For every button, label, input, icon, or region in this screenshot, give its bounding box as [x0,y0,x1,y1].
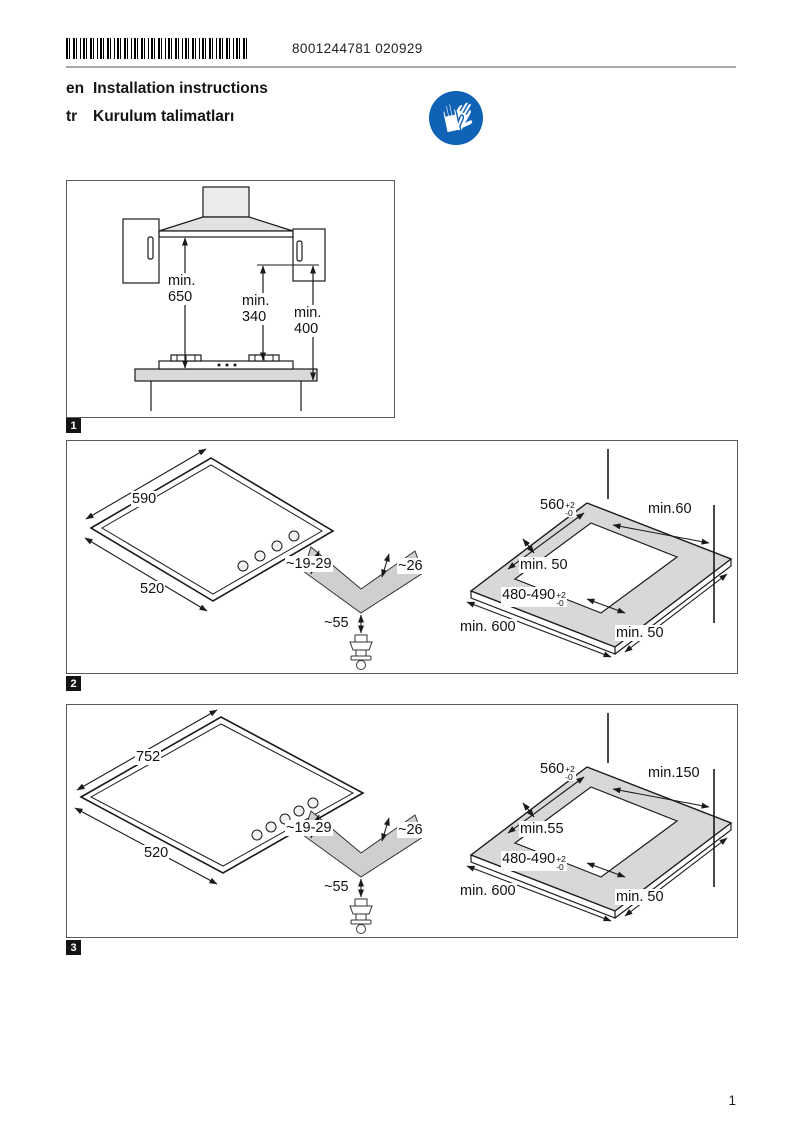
arrow-rear-clearance [522,538,535,554]
dim-rear-clearance: min. 50 [519,557,569,574]
cutout-depth-tolerance: +2-0 [556,590,566,608]
hood-drawing [122,186,326,411]
cutout-width-value: 560 [540,497,565,513]
cutout-arrows [466,776,728,922]
cutout-depth-tolerance: +2-0 [556,854,566,872]
cutout-width-tolerance: +2-0 [565,764,575,782]
gas-connection-icon [349,634,373,670]
dim-worktop-thickness: ~19-29 [285,556,333,573]
arrow-worktop-depth [466,601,612,658]
header-divider [66,66,736,68]
figure-number-1: 1 [66,418,81,433]
protective-gloves-icon [429,91,483,145]
tol-minus: -0 [556,861,564,872]
worktop-section-view [302,810,424,934]
hood-canopy [158,216,294,232]
dim-gas-clearance: ~55 [323,615,350,632]
language-code-en: en [66,80,85,97]
language-line-en: en Installation instructions [66,80,268,98]
tol-plus: +2 [565,764,575,774]
gas-connection-icon [349,898,373,934]
tol-plus: +2 [556,854,566,864]
dim-hood-to-worktop: min. 400 [293,305,323,338]
dim-profile-depth: ~26 [397,822,424,839]
dim-cutout-depth: 480-490+2-0 [501,587,567,607]
left-cabinet-handle [147,236,154,260]
dim-hood-to-burners: min. 340 [241,293,271,326]
figure-hob-752: 752 520 ~19-29 ~26 ~55 560+2-0 min.150 m… [66,704,738,938]
hob-dimension-arrows [84,448,208,612]
hob-knob-dots [217,363,237,367]
dim-worktop-thickness: ~19-29 [285,820,333,837]
arrow-rear-clearance [522,802,535,818]
hob-top-view [79,716,365,874]
language-line-tr: tr Kurulum talimatları [66,108,234,126]
dim-side-clearance: min.60 [647,501,693,518]
cutout-view [466,449,733,658]
chimney-duct [202,186,250,218]
figure-number-3: 3 [66,940,81,955]
dim-cutout-width: 560+2-0 [539,497,576,517]
cutout-width-tolerance: +2-0 [565,500,575,518]
tol-minus: -0 [565,771,573,782]
glove-front [442,102,465,134]
hob-752-diagram [74,709,733,934]
dim-hob-depth: 520 [139,581,166,598]
cutout-depth-value: 480-490 [502,851,556,867]
cutout-depth-value: 480-490 [502,587,556,603]
hob-inner-edge [89,723,355,867]
dim-worktop-depth: min. 600 [459,619,517,636]
worktop-section-view [302,546,424,670]
dim-cutout-width: 560+2-0 [539,761,576,781]
dim-profile-depth: ~26 [397,558,424,575]
arrow-worktop-depth [466,865,612,922]
hob-top-view [89,457,335,602]
worktop [134,368,318,382]
tol-minus: -0 [565,507,573,518]
left-cabinet [122,218,160,284]
arrow-side-clearance [612,787,710,809]
dim-worktop-depth: min. 600 [459,883,517,900]
language-title-tr: Kurulum talimatları [93,108,235,125]
figure-number-2: 2 [66,676,81,691]
hob-inner-edge [101,464,323,595]
hood-clearance-diagram [122,186,326,411]
right-cabinet [292,228,326,282]
arrow-hob-width [85,448,207,520]
control-knobs [237,530,300,572]
arrow-hob-depth [84,537,208,612]
dim-front-clearance: min. 50 [615,889,665,906]
barcode [66,38,248,59]
tol-minus: -0 [556,597,564,608]
control-knobs [251,797,319,841]
tol-plus: +2 [565,500,575,510]
dim-hob-width: 590 [131,491,158,508]
dim-gas-clearance: ~55 [323,879,350,896]
dim-cutout-depth: 480-490+2-0 [501,851,567,871]
figure-hob-590: 590 520 ~19-29 ~26 ~55 560+2-0 min.60 mi… [66,440,738,674]
dim-rear-clearance: min.55 [519,821,565,838]
right-cabinet-handle [296,240,303,262]
language-title-en: Installation instructions [93,80,268,97]
cutout-width-value: 560 [540,761,565,777]
dim-hood-to-hob: min. 650 [167,273,197,306]
hood-lip [158,230,294,238]
tol-plus: +2 [556,590,566,600]
dim-front-clearance: min. 50 [615,625,665,642]
cutout-view [466,713,733,922]
arrow-profile [381,817,390,842]
figure-hood-clearances: min. 650 min. 340 min. 400 [66,180,395,418]
page-number: 1 [728,1093,736,1108]
language-code-tr: tr [66,108,78,125]
dim-hob-width: 752 [135,749,162,766]
arrow-profile [381,553,390,578]
dim-hob-depth: 520 [143,845,170,862]
dim-side-clearance: min.150 [647,765,701,782]
arrow-side-clearance [612,523,710,545]
barcode-text: 8001244781 020929 [292,41,423,56]
